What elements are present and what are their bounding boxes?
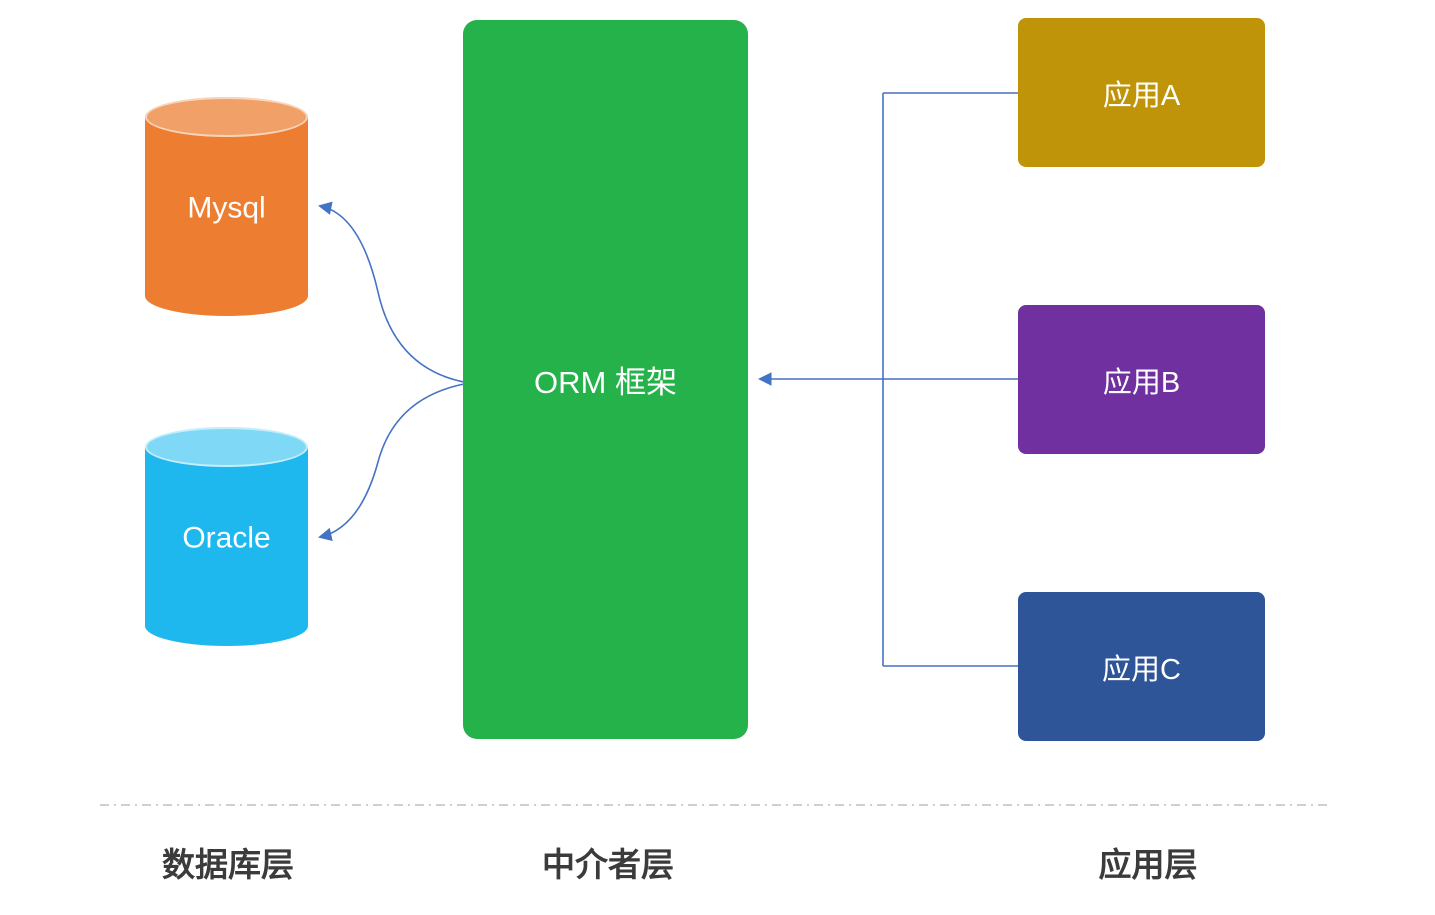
orm-framework-label: ORM 框架	[534, 365, 677, 400]
orm-framework-box: ORM 框架	[463, 20, 748, 739]
application-b-label: 应用B	[1102, 366, 1181, 399]
application-a-box: 应用A	[1018, 18, 1265, 167]
mysql-cylinder-top	[145, 97, 308, 137]
application-b-box: 应用B	[1018, 305, 1265, 454]
connector-orm-to-oracle	[318, 383, 465, 542]
oracle-cylinder-body	[145, 447, 308, 646]
oracle-cylinder-top	[145, 427, 308, 467]
application-a-label: 应用A	[1102, 79, 1181, 112]
layer-label-database: 数据库层	[162, 846, 294, 883]
application-c-label: 应用C	[1102, 653, 1181, 686]
connector-orm-to-mysql	[317, 201, 465, 383]
database-oracle: Oracle	[145, 427, 308, 646]
application-c-box: 应用C	[1018, 592, 1265, 741]
database-mysql: Mysql	[145, 97, 308, 316]
layer-label-application: 应用层	[1098, 846, 1198, 883]
mysql-label: Mysql	[187, 190, 266, 224]
mysql-cylinder-body	[145, 117, 308, 316]
oracle-label: Oracle	[182, 520, 271, 554]
layer-label-mediator: 中介者层	[542, 846, 674, 883]
